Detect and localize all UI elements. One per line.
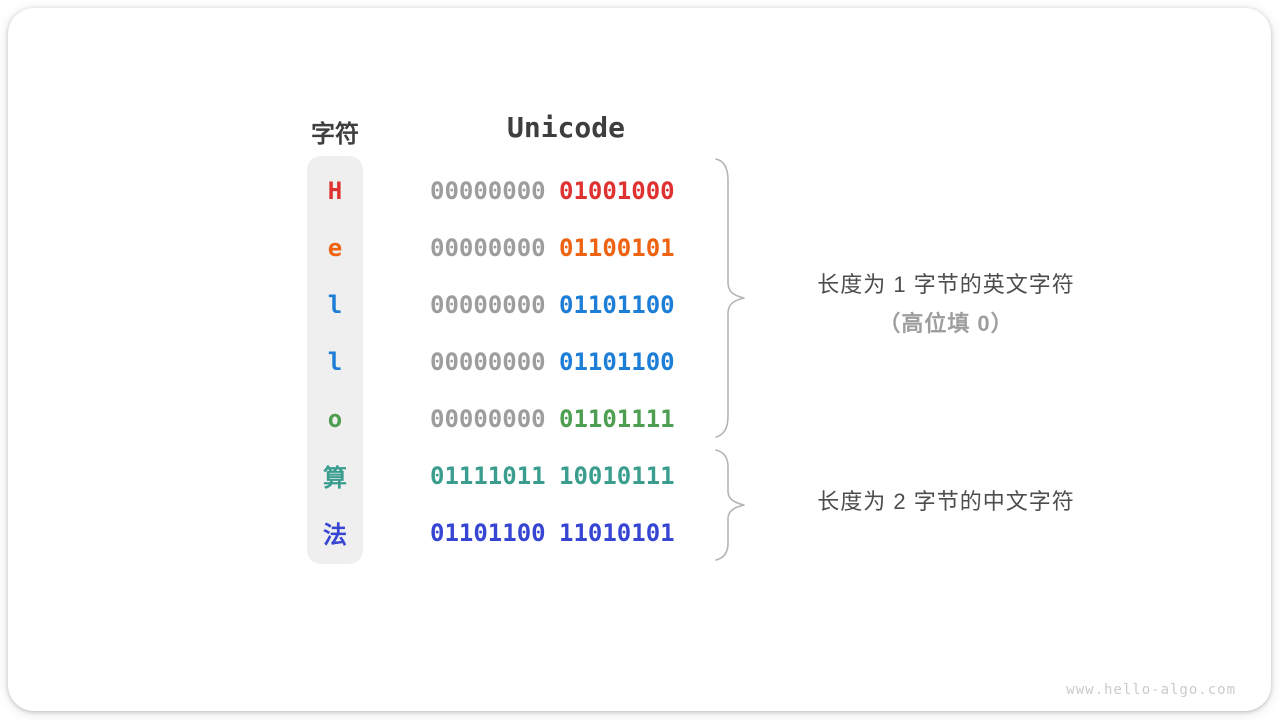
table-row: l 00000000 01101100 <box>307 276 687 333</box>
watermark-url: www.hello-algo.com <box>1066 682 1236 698</box>
figure-card <box>8 8 1271 711</box>
annotation-english-line1: 长度为 1 字节的英文字符 <box>817 272 1075 297</box>
byte-high: 00000000 <box>430 233 546 262</box>
annotation-english-chars: 长度为 1 字节的英文字符 （高位填 0） <box>756 265 1136 343</box>
character-column-background <box>307 156 363 564</box>
character-cell: 法 <box>323 521 347 549</box>
table-row: e 00000000 01100101 <box>307 219 687 276</box>
table-row: 算 01111011 10010111 <box>307 447 687 504</box>
table-row: o 00000000 01101111 <box>307 390 687 447</box>
byte-high: 00000000 <box>430 290 546 319</box>
table-row: H 00000000 01001000 <box>307 162 687 219</box>
byte-low: 01100101 <box>559 233 675 262</box>
byte-low: 11010101 <box>559 518 675 547</box>
byte-high: 00000000 <box>430 347 546 376</box>
byte-high: 01101100 <box>430 518 546 547</box>
annotation-chinese-line1: 长度为 2 字节的中文字符 <box>817 489 1075 514</box>
byte-high: 00000000 <box>430 176 546 205</box>
brace-english-group <box>715 158 745 438</box>
brace-chinese-group <box>715 449 745 561</box>
byte-low: 01001000 <box>559 176 675 205</box>
byte-low: 01101100 <box>559 347 675 376</box>
byte-high: 01111011 <box>430 461 546 490</box>
character-cell: o <box>327 404 343 433</box>
byte-low: 01101100 <box>559 290 675 319</box>
character-cell: 算 <box>323 464 347 492</box>
table-row: l 00000000 01101100 <box>307 333 687 390</box>
column-header-character: 字符 <box>311 121 359 148</box>
table-row: 法 01101100 11010101 <box>307 504 687 561</box>
byte-low: 10010111 <box>559 461 675 490</box>
character-cell: l <box>327 290 343 319</box>
encoding-table: H 00000000 01001000 e 00000000 01100101 … <box>307 162 687 561</box>
byte-high: 00000000 <box>430 404 546 433</box>
character-cell: l <box>327 347 343 376</box>
character-cell: H <box>327 176 343 205</box>
character-cell: e <box>327 233 343 262</box>
byte-low: 01101111 <box>559 404 675 433</box>
annotation-english-line2: （高位填 0） <box>878 311 1014 336</box>
annotation-chinese-chars: 长度为 2 字节的中文字符 <box>756 482 1136 521</box>
column-header-unicode: Unicode <box>506 111 625 144</box>
